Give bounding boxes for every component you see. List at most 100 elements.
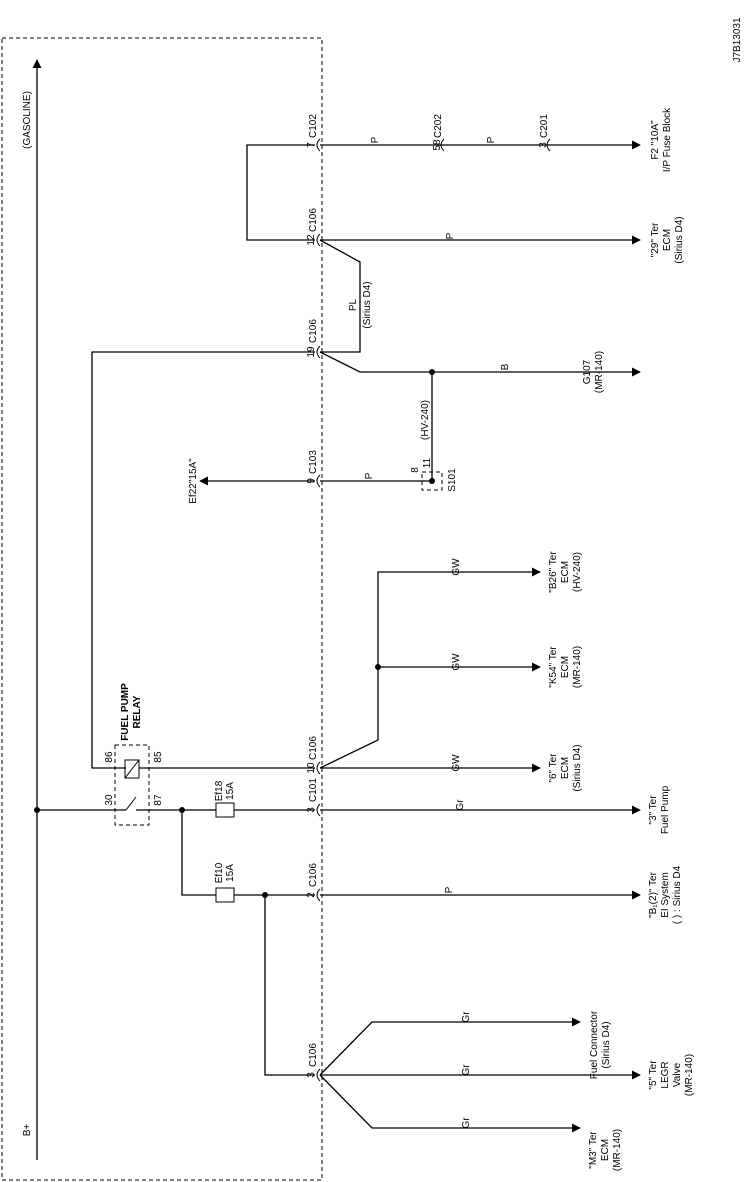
wire-pl-note: (Sirius D4) — [362, 281, 373, 328]
fuel-pump-relay: FUEL PUMP RELAY 30 86 85 87 — [104, 683, 164, 826]
wire-p-3: P — [445, 232, 456, 239]
wire-c106-19-g107 — [319, 351, 641, 377]
wire-87-ef10 — [181, 810, 315, 896]
c106-19-pin: 19 — [306, 346, 317, 358]
fuse-ef18-rating: 15A — [225, 782, 236, 800]
dest-ecm-m3-1: "M3" Ter — [588, 1131, 599, 1169]
wire-c106-3-fuel-connector — [319, 1017, 581, 1076]
relay-pin-86: 86 — [104, 751, 115, 763]
c201-name: C201 — [539, 114, 550, 138]
dest-ecm-b26: "B26" Ter ECM (HV-240) — [548, 551, 583, 593]
wire-gw-3: GW — [451, 754, 462, 772]
wire-c106-10-branch — [319, 567, 541, 769]
wire-p-1: P — [370, 136, 381, 143]
dest-legr-2: LEGR — [660, 1061, 671, 1088]
c106-3-pin: 3 — [306, 1072, 317, 1078]
wire-gr-4: Gr — [461, 1117, 472, 1129]
splice-pin-8: 8 — [410, 467, 421, 473]
wire-p-5: P — [444, 886, 455, 893]
c202-name: C202 — [433, 114, 444, 138]
junction-bplus — [34, 807, 40, 813]
connector-c106-19: 19 C106 — [306, 319, 321, 359]
module-boundary — [1, 37, 323, 1181]
fuse-ef10: Ef10 15A — [214, 862, 236, 903]
wire-c106-3-ecm-m3 — [319, 1074, 581, 1133]
dest-g107: G107 (MR-140) — [582, 351, 605, 393]
c106-12-name: C106 — [308, 208, 319, 232]
connector-c106-2: 2 C106 — [306, 863, 321, 902]
c106-2-pin: 2 — [306, 892, 317, 898]
dest-ei-system-2: EI System — [660, 872, 671, 918]
dest-ecm-29-1: "29" Ter — [650, 222, 661, 257]
fuse-ef18: Ef18 15A — [214, 780, 236, 818]
b-plus-label: B+ — [22, 1124, 33, 1137]
fuse-ef18-name: Ef18 — [214, 780, 225, 801]
c106-19-name: C106 — [308, 319, 319, 343]
relay-title-1: FUEL PUMP — [120, 683, 131, 741]
dest-legr-3: Valve — [672, 1062, 683, 1087]
relay-pin-30: 30 — [104, 794, 115, 806]
dest-fuel-connector: Fuel Connector (Sirius D4) — [589, 1010, 612, 1079]
dest-ecm-k54: "K54" Ter ECM (MR-140) — [548, 646, 583, 688]
dest-ecm-k54-3: (MR-140) — [572, 646, 583, 688]
dest-fuel-pump: "3" Ter Fuel Pump — [648, 785, 671, 834]
connector-c202: 58 C202 — [432, 114, 445, 152]
dest-ecm-29: "29" Ter ECM (Sirius D4) — [650, 216, 685, 263]
connector-c106-10: 10 C106 — [306, 736, 321, 775]
wire-gr-1: Gr — [455, 799, 466, 811]
wire-c102-c106-12-link — [246, 144, 315, 241]
splice-pin-11: 11 — [422, 457, 433, 468]
figure-id: J7B13031 — [732, 17, 743, 62]
wire-relay86-c106-19 — [91, 351, 315, 769]
connector-c106-3: 3 C106 — [306, 1043, 321, 1082]
dest-ecm-m3-3: (MR-140) — [612, 1129, 623, 1171]
dest-legr-4: (MR-140) — [684, 1054, 695, 1096]
splice-s101: 8 11 S101 — [410, 457, 458, 491]
dest-fuel-connector-2: (Sirius D4) — [601, 1021, 612, 1068]
dest-ecm-6-1: "6" Ter — [548, 753, 559, 783]
c202-pin: 58 — [432, 139, 443, 151]
wire-p-2: P — [486, 136, 497, 143]
dest-fuse-block-1: F2 "10A" — [650, 120, 661, 160]
c103-name: C103 — [308, 450, 319, 474]
dest-fuse-block-2: I/P Fuse Block — [662, 107, 673, 172]
wire-hv: (HV-240) — [420, 400, 431, 440]
dest-fuel-pump-2: Fuel Pump — [660, 785, 671, 834]
c101-name: C101 — [308, 778, 319, 802]
wire-gr-2: Gr — [461, 1011, 472, 1023]
dest-legr-1: "5" Ter — [648, 1060, 659, 1090]
dest-ecm-b26-2: ECM — [560, 561, 571, 583]
wire-gr-3: Gr — [461, 1064, 472, 1076]
dest-g107-1: G107 — [582, 359, 593, 384]
splice-name: S101 — [447, 468, 458, 492]
dest-ei-system-3: ( ) : Sirius D4 — [672, 865, 683, 924]
dest-ecm-6-2: ECM — [560, 757, 571, 779]
c201-pin: 3 — [538, 142, 549, 148]
dest-ecm-m3: "M3" Ter ECM (MR-140) — [588, 1129, 623, 1171]
connector-c201: 3 C201 — [538, 114, 551, 152]
fuse-ef10-name: Ef10 — [214, 862, 225, 883]
c106-10-name: C106 — [308, 736, 319, 760]
dest-ecm-k54-2: ECM — [560, 656, 571, 678]
relay-title-2: RELAY — [132, 695, 143, 728]
relay-pin-85: 85 — [153, 751, 164, 763]
wire-pl: PL — [348, 298, 359, 311]
wire-p-4: P — [364, 472, 375, 479]
dest-ecm-6: "6" Ter ECM (Sirius D4) — [548, 744, 583, 791]
relay-pin-87: 87 — [153, 794, 164, 806]
dest-ei-system-1: "B₁(2)" Ter — [648, 871, 659, 918]
wire-ef10-c106-3 — [264, 895, 315, 1076]
gasoline-label: (GASOLINE) — [22, 91, 33, 149]
dest-g107-2: (MR-140) — [594, 351, 605, 393]
wire-pl-link — [319, 239, 361, 353]
junction-k54 — [375, 664, 381, 670]
dest-ecm-29-3: (Sirius D4) — [674, 216, 685, 263]
fuse-ef10-rating: 15A — [225, 864, 236, 882]
dest-ei-system: "B₁(2)" Ter EI System ( ) : Sirius D4 — [648, 865, 683, 924]
dest-legr: "5" Ter LEGR Valve (MR-140) — [648, 1054, 695, 1096]
dest-ecm-b26-3: (HV-240) — [572, 552, 583, 592]
connector-c101: 3 C101 — [306, 778, 321, 817]
dest-fuel-connector-1: Fuel Connector — [589, 1010, 600, 1079]
dest-ecm-k54-1: "K54" Ter — [548, 646, 559, 688]
